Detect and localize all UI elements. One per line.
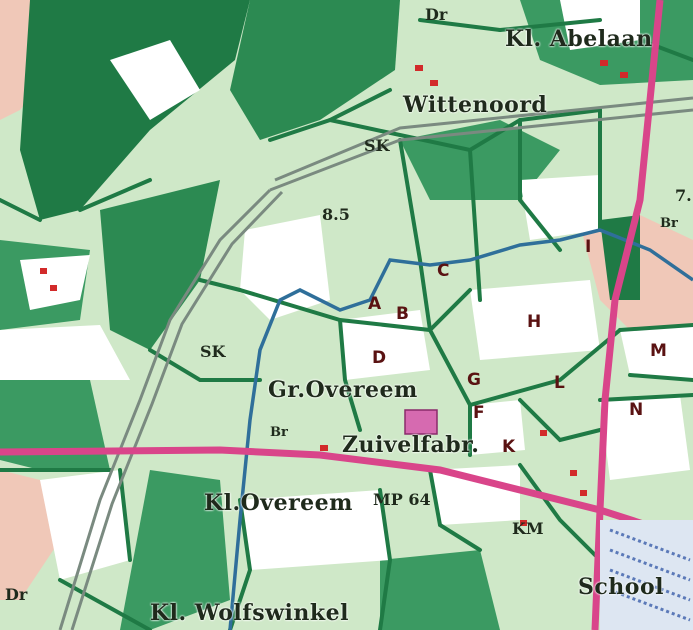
plot-label-l: L bbox=[554, 373, 565, 393]
forest-block-south bbox=[120, 470, 230, 630]
field-5 bbox=[520, 175, 600, 240]
label-elevation-8-5: 8.5 bbox=[322, 205, 350, 224]
dairy-factory-building bbox=[404, 409, 438, 435]
label-km: KM bbox=[512, 519, 544, 538]
stream bbox=[228, 228, 693, 630]
plot-label-h: H bbox=[527, 312, 542, 332]
label-br-left: Br bbox=[270, 425, 288, 440]
label-br-right: Br bbox=[660, 216, 678, 231]
label-elevation-7: 7. bbox=[675, 186, 692, 205]
school-settlement bbox=[600, 520, 693, 630]
label-sk-top: SK bbox=[364, 136, 390, 155]
plot-label-b: B bbox=[396, 304, 409, 324]
forest-block-north-2 bbox=[230, 0, 400, 140]
field-3 bbox=[0, 325, 130, 380]
label-wittenoord: Wittenoord bbox=[403, 92, 548, 118]
plot-label-a: A bbox=[368, 294, 382, 314]
field-k bbox=[470, 400, 525, 455]
label-kl-overeem: Kl.Overeem bbox=[204, 490, 353, 516]
buildings bbox=[40, 60, 628, 526]
plot-label-n: N bbox=[629, 400, 644, 420]
label-zuivelfabr: Zuivelfabr. bbox=[342, 432, 480, 458]
field-8 bbox=[430, 465, 520, 525]
plot-label-f: F bbox=[473, 403, 485, 423]
field-2 bbox=[20, 255, 90, 310]
field-boundaries bbox=[0, 18, 693, 630]
forest-block-west bbox=[100, 180, 220, 350]
label-sk-mid: SK bbox=[200, 342, 226, 361]
label-mp64: MP 64 bbox=[373, 490, 431, 509]
field-h bbox=[470, 280, 600, 360]
field-6 bbox=[240, 490, 390, 570]
forest-block-north bbox=[20, 0, 250, 220]
plot-label-k: K bbox=[502, 437, 516, 457]
main-road-north-south bbox=[591, 0, 664, 630]
field-10 bbox=[560, 0, 640, 50]
plot-label-c: C bbox=[437, 261, 450, 281]
forest-block-southwest bbox=[0, 380, 110, 470]
forest-block-south-2 bbox=[380, 550, 500, 630]
label-kl-wolfswinkel: Kl. Wolfswinkel bbox=[150, 600, 349, 626]
label-kl-abelaan: Kl. Abelaan bbox=[505, 26, 653, 52]
label-dr-top: Dr bbox=[425, 5, 448, 24]
plot-label-d: D bbox=[372, 348, 387, 368]
main-road-east-west bbox=[0, 446, 693, 544]
label-school: School bbox=[578, 574, 664, 600]
plot-label-m: M bbox=[650, 341, 667, 361]
field-1 bbox=[110, 40, 200, 120]
field-m bbox=[620, 325, 693, 380]
label-dr-left: Dr bbox=[5, 585, 28, 604]
field-9 bbox=[600, 395, 690, 480]
plot-label-i: I bbox=[585, 237, 592, 257]
field-7 bbox=[40, 470, 130, 580]
label-gr-overeem: Gr.Overeem bbox=[268, 377, 418, 403]
railway bbox=[58, 96, 693, 630]
plot-label-g: G bbox=[467, 370, 481, 390]
